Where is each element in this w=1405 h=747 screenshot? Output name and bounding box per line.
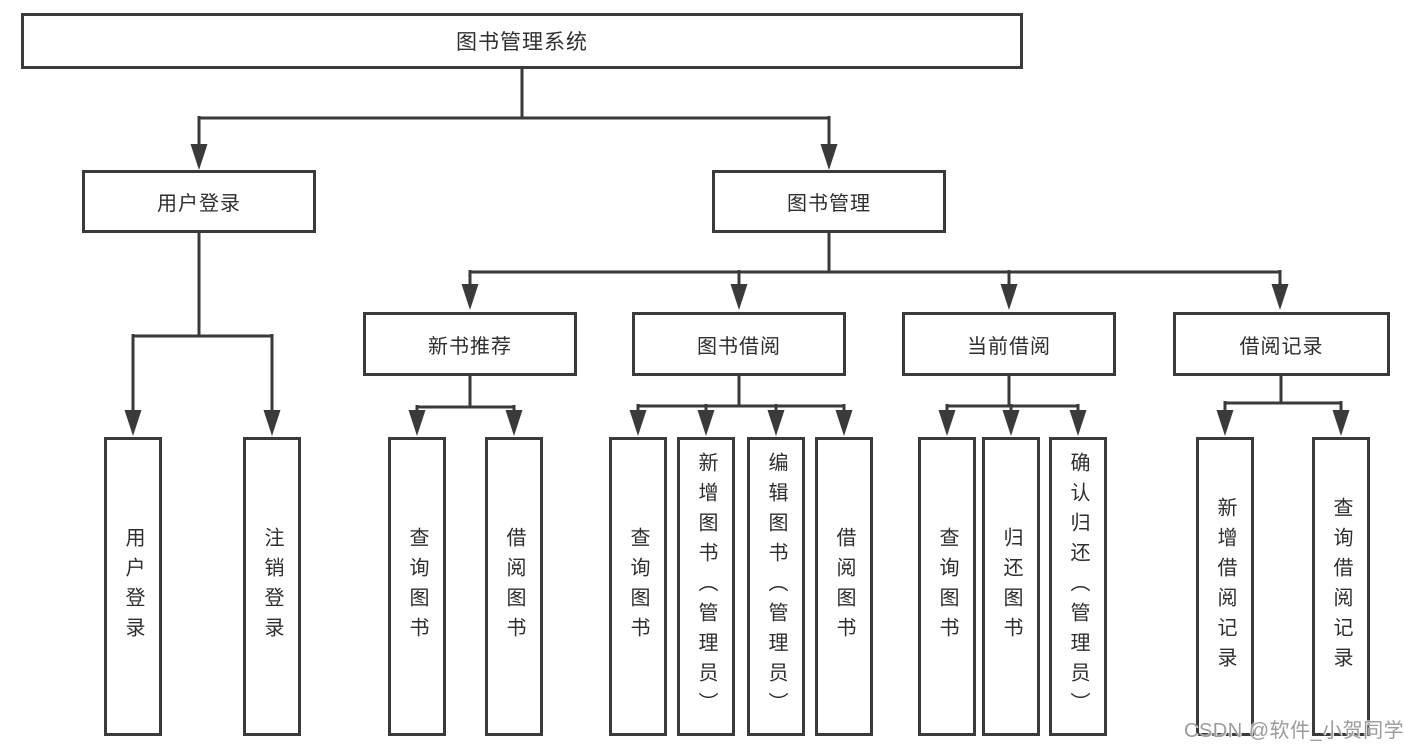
node-new-book-recommend: 新书推荐 (363, 312, 577, 376)
csdn-watermark: CSDN @软件_小贺同学 (1184, 720, 1405, 742)
arrowheads (124, 144, 1350, 436)
leaf-add-borrow-record: 新增借阅记录 (1196, 437, 1254, 736)
leaf-user-login: 用户登录 (104, 437, 162, 736)
leaf-recommend-borrow-book: 借阅图书 (485, 437, 543, 736)
leaf-edit-book-admin: 编辑图书（管理员） (747, 437, 805, 736)
node-book-management: 图书管理 (712, 170, 946, 233)
leaf-borrow-query-book: 查询图书 (609, 437, 667, 736)
node-book-borrow: 图书借阅 (632, 312, 846, 376)
node-user-login: 用户登录 (82, 170, 316, 233)
node-borrow-records: 借阅记录 (1173, 312, 1390, 376)
leaf-add-book-admin: 新增图书（管理员） (677, 437, 735, 736)
leaf-confirm-return-admin: 确认归还（管理员） (1049, 437, 1107, 736)
leaf-return-book: 归还图书 (982, 437, 1040, 736)
leaf-borrow-book: 借阅图书 (815, 437, 873, 736)
leaf-recommend-query-book: 查询图书 (388, 437, 446, 736)
node-system-root: 图书管理系统 (21, 13, 1023, 69)
leaf-logout: 注销登录 (243, 437, 301, 736)
node-current-borrow: 当前借阅 (902, 312, 1116, 376)
leaf-query-borrow-record: 查询借阅记录 (1312, 437, 1370, 736)
leaf-current-query-book: 查询图书 (918, 437, 976, 736)
